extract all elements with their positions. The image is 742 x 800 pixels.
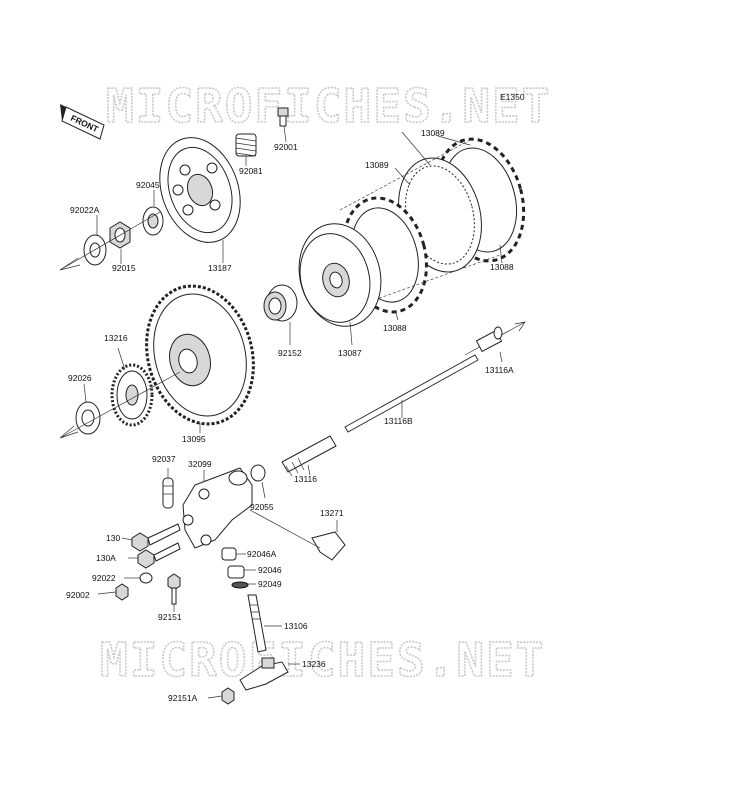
clutch-spring-92081: [235, 133, 257, 157]
label-92022A: 92022A: [70, 205, 100, 215]
washer-92026: [75, 401, 101, 435]
label-92015: 92015: [112, 263, 136, 273]
label-13088-lower: 13088: [383, 323, 407, 333]
label-92026: 92026: [68, 373, 92, 383]
label-13116: 13116: [294, 474, 317, 484]
label-13087: 13087: [338, 348, 362, 358]
label-92037: 92037: [152, 454, 176, 464]
seal-92046A: [221, 547, 237, 561]
label-92151A: 92151A: [168, 693, 198, 703]
pressure-plate-13187: [159, 137, 241, 243]
label-92049: 92049: [258, 579, 282, 589]
label-92081: 92081: [239, 166, 263, 176]
pin-92037: [162, 477, 174, 509]
diagram-code: E1350: [500, 92, 525, 102]
label-13116A: 13116A: [485, 365, 514, 375]
push-rod-13116: [281, 435, 337, 477]
label-92046: 92046: [258, 565, 282, 575]
label-13216: 13216: [104, 333, 128, 343]
release-shaft-13106: [247, 594, 267, 653]
o-ring-92055: [250, 464, 266, 482]
label-92045: 92045: [136, 180, 160, 190]
release-housing-32099: [182, 467, 253, 549]
label-92022: 92022: [92, 573, 116, 583]
bolt-130: [131, 523, 181, 552]
label-92001: 92001: [274, 142, 298, 152]
bolt-92001: [277, 107, 289, 127]
front-arrow-icon: FRONT: [60, 104, 105, 140]
label-13271: 13271: [320, 508, 344, 518]
release-lever-13236: [239, 657, 289, 691]
label-92152: 92152: [278, 348, 302, 358]
bracket-13271: [249, 509, 346, 561]
gear-13216: [110, 363, 154, 427]
bolt-92002: [115, 583, 129, 601]
label-13089-upper: 13089: [421, 128, 445, 138]
clutch-housing-13095: [145, 284, 255, 426]
watermark-bottom: MICROFICHES.NET: [100, 633, 545, 687]
bolt-92151: [167, 573, 181, 605]
label-13106: 13106: [284, 621, 308, 631]
label-130A: 130A: [96, 553, 116, 563]
bearing-92045: [142, 206, 164, 236]
label-13095: 13095: [182, 434, 206, 444]
push-rod-13116B: [344, 354, 479, 433]
label-13089-lower: 13089: [365, 160, 389, 170]
label-92151: 92151: [158, 612, 182, 622]
label-13088-upper: 13088: [490, 262, 514, 272]
washer-92022: [139, 572, 153, 584]
label-130: 130: [106, 533, 120, 543]
label-92055: 92055: [250, 502, 274, 512]
bolt-92151A: [221, 687, 235, 705]
push-rod-13116A: [464, 321, 526, 356]
label-32099: 32099: [188, 459, 212, 469]
bolt-130A: [137, 542, 181, 569]
collar-92152: [263, 284, 298, 322]
leader-lines: [83, 125, 503, 699]
label-13236: 13236: [302, 659, 326, 669]
label-92002: 92002: [66, 590, 90, 600]
label-13116B: 13116B: [384, 416, 413, 426]
label-92046A: 92046A: [247, 549, 277, 559]
ring-92049: [231, 581, 249, 589]
seal-92046: [227, 565, 245, 579]
watermark-top: MICROFICHES.NET: [106, 79, 551, 133]
clutch-hub-13087: [298, 223, 382, 327]
label-13187: 13187: [208, 263, 232, 273]
